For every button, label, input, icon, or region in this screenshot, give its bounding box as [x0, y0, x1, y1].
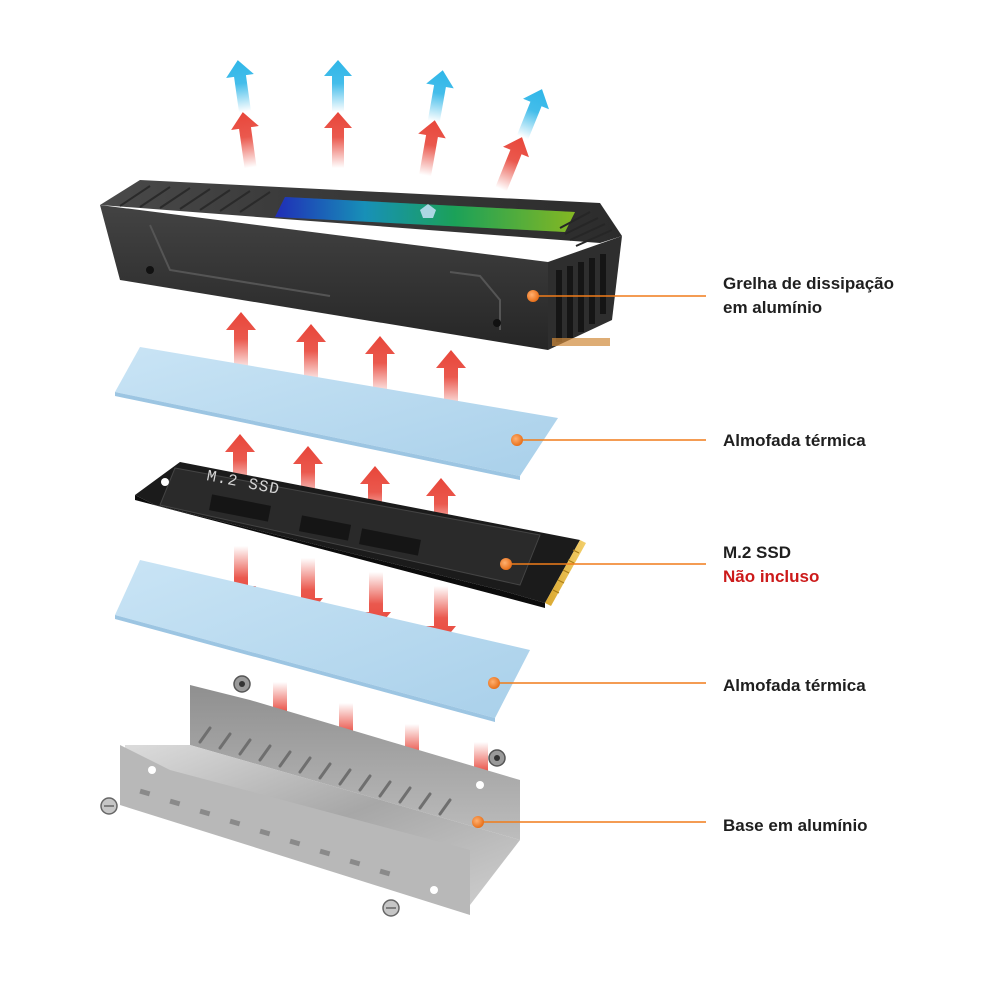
leader-lines — [478, 295, 706, 823]
callout-dots — [472, 290, 539, 828]
m2-ssd-board: M.2 SSD — [135, 462, 586, 608]
aluminum-heatsink — [100, 180, 622, 350]
label-heatsink: Grelha de dissipação em alumínio — [723, 272, 894, 320]
heat-flow-arrows-mid — [226, 312, 466, 410]
screws — [100, 675, 506, 917]
dot-heatsink — [527, 290, 539, 302]
label-thermal-pad-bottom-text: Almofada térmica — [723, 676, 866, 695]
label-thermal-pad-top: Almofada térmica — [723, 429, 866, 453]
thermal-pad-top — [115, 347, 558, 480]
label-ssd-name: M.2 SSD — [723, 543, 792, 562]
label-thermal-pad-bottom: Almofada térmica — [723, 674, 866, 698]
dot-pad-top — [511, 434, 523, 446]
dot-ssd — [500, 558, 512, 570]
label-base-text: Base em alumínio — [723, 816, 868, 835]
label-thermal-pad-top-text: Almofada térmica — [723, 431, 866, 450]
label-ssd-not-included: Não incluso — [723, 567, 820, 586]
label-heatsink-line2: em alumínio — [723, 298, 823, 317]
label-heatsink-line1: Grelha de dissipação — [723, 274, 895, 293]
aluminum-base — [120, 685, 520, 915]
heat-flow-arrows-top — [226, 60, 549, 192]
label-ssd: M.2 SSD Não incluso — [723, 541, 819, 589]
label-base: Base em alumínio — [723, 814, 868, 838]
dot-pad-bottom — [488, 677, 500, 689]
thermal-pad-bottom — [115, 560, 530, 722]
heat-flow-arrows-ssd — [225, 434, 456, 536]
dot-base — [472, 816, 484, 828]
